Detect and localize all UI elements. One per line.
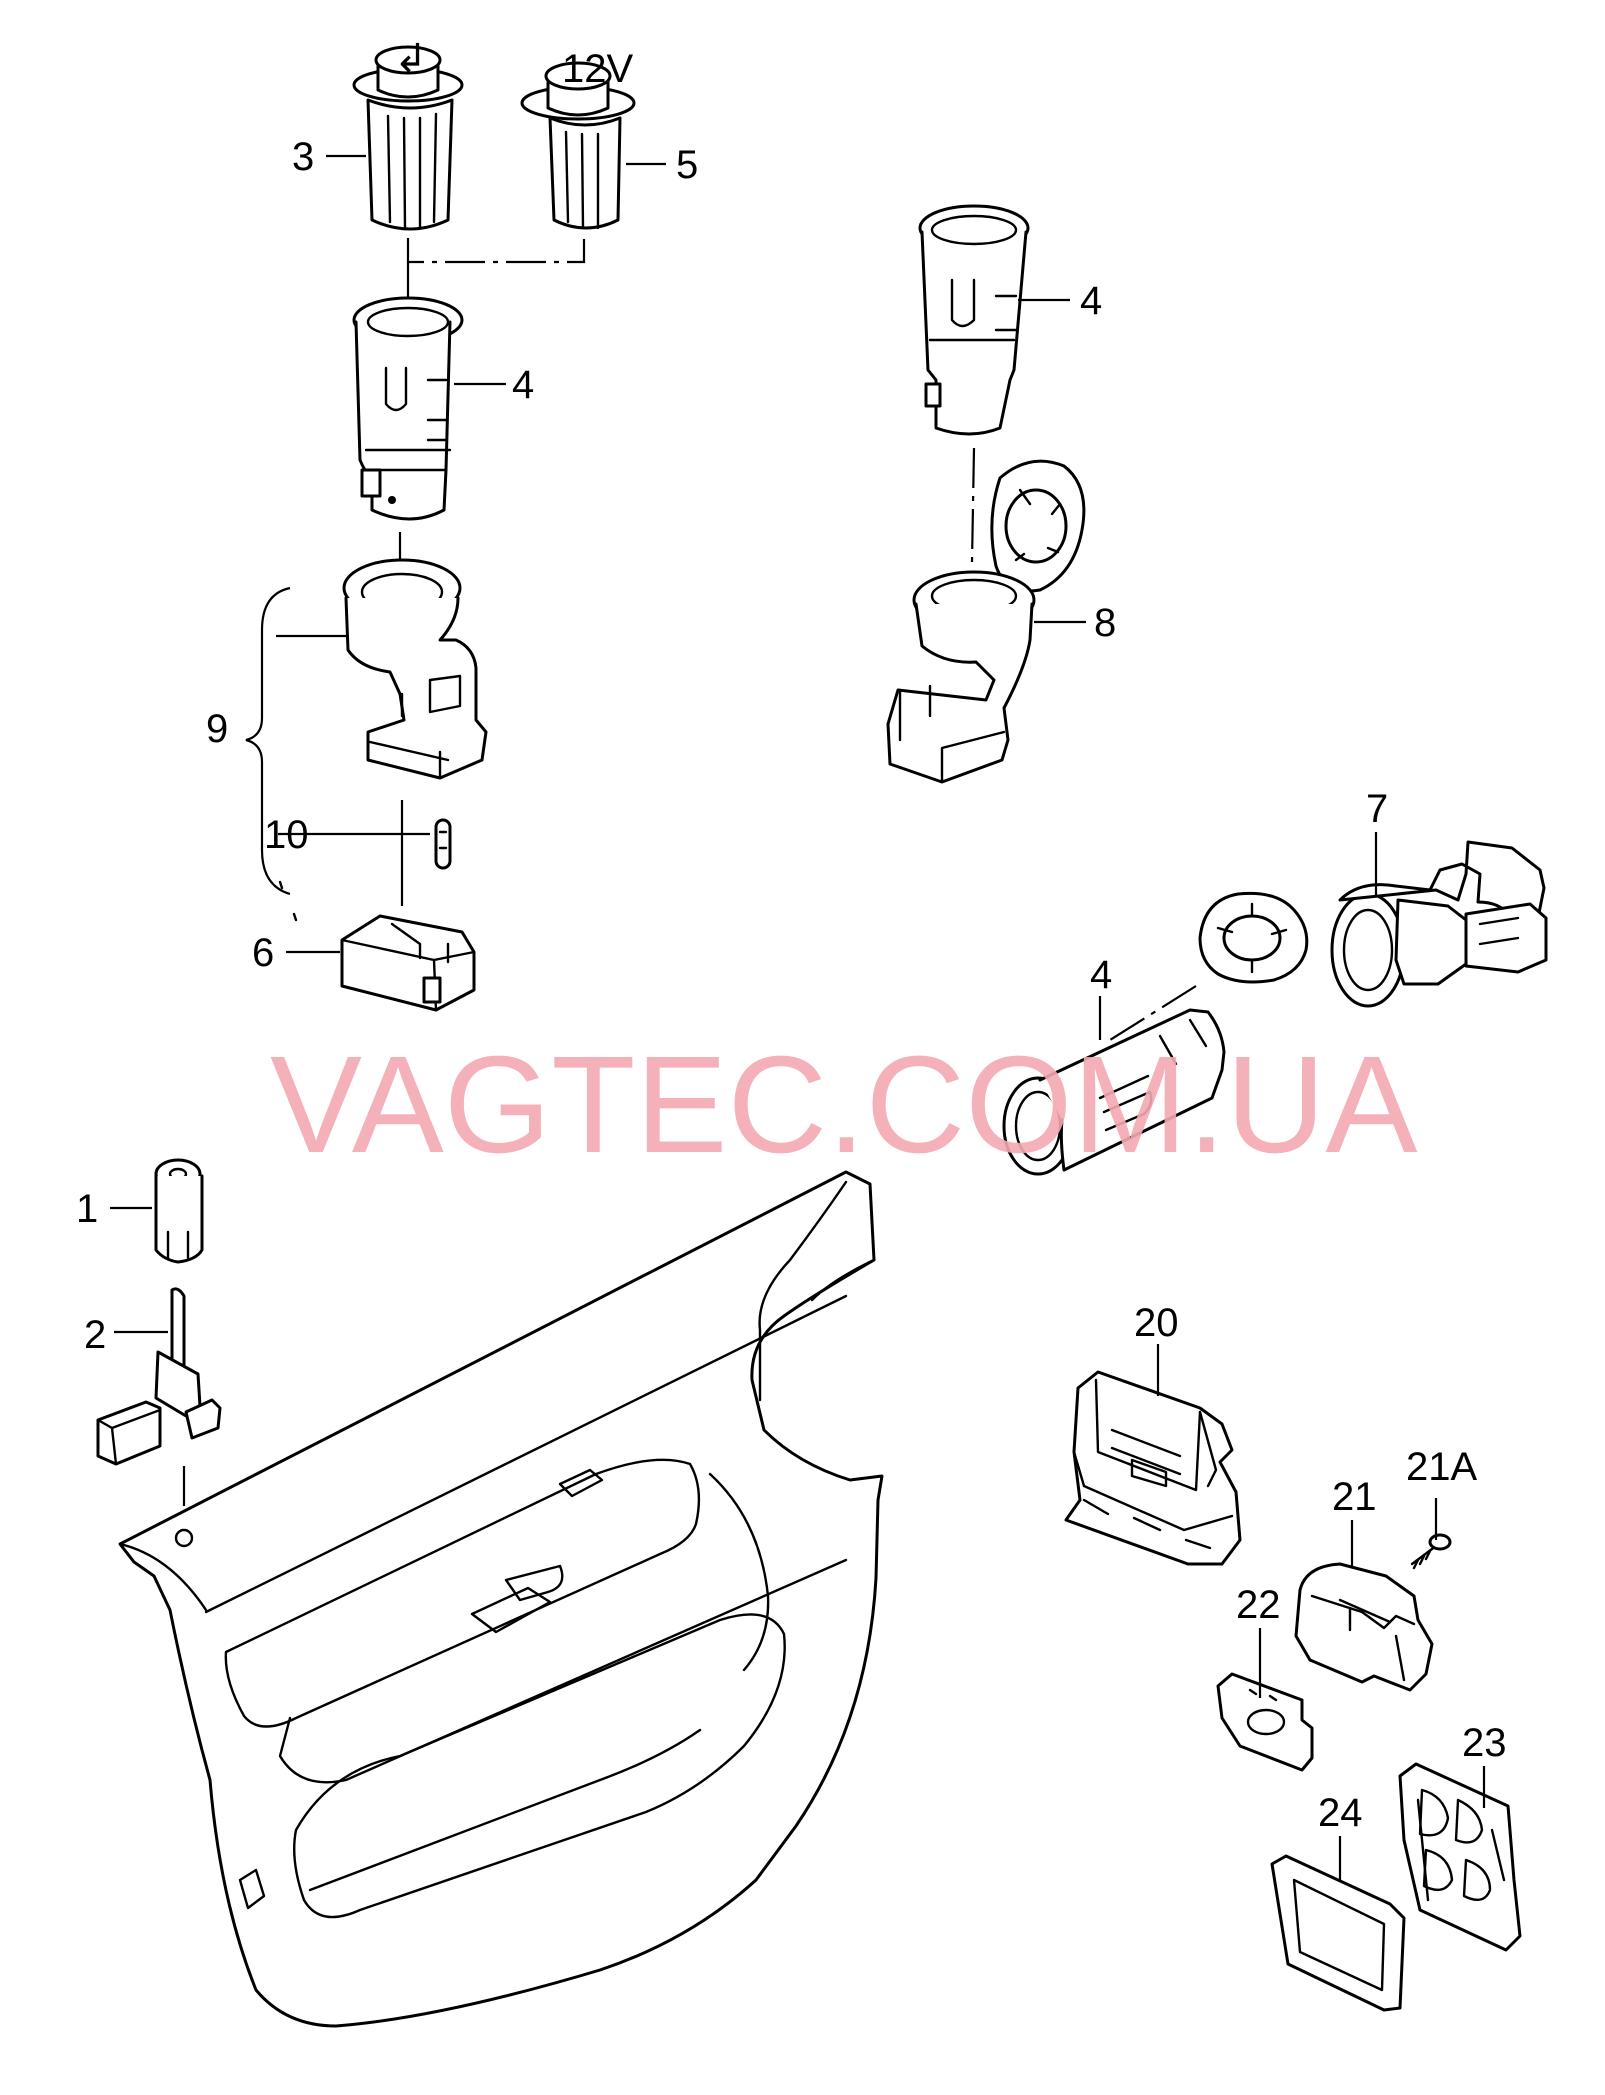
callout-24: 24 xyxy=(1318,1791,1363,1835)
part-20-control-unit[interactable] xyxy=(1064,1370,1242,1566)
callout-5: 5 xyxy=(676,143,698,187)
callout-20: 20 xyxy=(1134,1301,1179,1345)
part-6-connector[interactable] xyxy=(340,914,476,1012)
part-22-plate[interactable] xyxy=(1216,1672,1314,1772)
part-5-plug[interactable]: 12V xyxy=(520,47,636,230)
callout-4-upper-left: 4 xyxy=(512,363,534,407)
callout-4-lower: 4 xyxy=(1090,953,1112,997)
part-10-bulb[interactable] xyxy=(434,818,452,870)
assembly-line-4-8 xyxy=(970,447,976,563)
callout-3: 3 xyxy=(292,135,314,179)
part-4-socket-right[interactable] xyxy=(918,204,1030,436)
part-21-switch[interactable] xyxy=(1294,1562,1434,1692)
assembly-line-7-4 xyxy=(1109,985,1197,1041)
callout-23: 23 xyxy=(1462,1721,1507,1765)
part-23-mounting-plate[interactable] xyxy=(1398,1762,1522,1952)
callout-8: 8 xyxy=(1094,601,1116,645)
callout-21a: 21A xyxy=(1406,1445,1477,1489)
door-trim-panel[interactable] xyxy=(118,1170,884,2028)
watermark-text: VAGTEC.COM.UA xyxy=(270,1028,1418,1182)
callout-10: 10 xyxy=(264,813,309,857)
part-2-pin[interactable] xyxy=(96,1287,222,1466)
callout-7: 7 xyxy=(1366,787,1388,831)
callout-9: 9 xyxy=(206,707,228,751)
part-7-socket-assembly[interactable] xyxy=(1198,840,1548,1008)
bracket-9 xyxy=(245,586,291,896)
part-4-socket-left[interactable] xyxy=(352,296,464,521)
callout-6: 6 xyxy=(252,931,274,975)
part-4-socket-lower[interactable] xyxy=(1002,1008,1226,1176)
part-3-plug[interactable]: ↲ xyxy=(352,37,464,231)
assembly-line-3-5 xyxy=(406,238,586,264)
stray-marks xyxy=(278,880,298,922)
part-1-clip[interactable] xyxy=(154,1158,204,1264)
callout-4-upper-right: 4 xyxy=(1080,279,1102,323)
part-21a-screw[interactable] xyxy=(1410,1533,1452,1570)
part-24-frame[interactable] xyxy=(1270,1854,1406,2012)
callout-21: 21 xyxy=(1332,1475,1377,1519)
part-3-cap-marking: ↲ xyxy=(394,37,428,81)
callout-2: 2 xyxy=(84,1313,106,1357)
callout-1: 1 xyxy=(76,1187,98,1231)
part-5-cap-marking: 12V xyxy=(562,47,633,91)
callout-labels: 3 5 4 4 8 9 10 6 7 4 1 2 20 21A 21 22 23… xyxy=(76,135,1507,1835)
leader-lines xyxy=(110,154,1486,1880)
callout-22: 22 xyxy=(1236,1583,1281,1627)
part-9-housing[interactable] xyxy=(342,558,488,780)
part-8-socket-flap[interactable] xyxy=(886,459,1086,784)
